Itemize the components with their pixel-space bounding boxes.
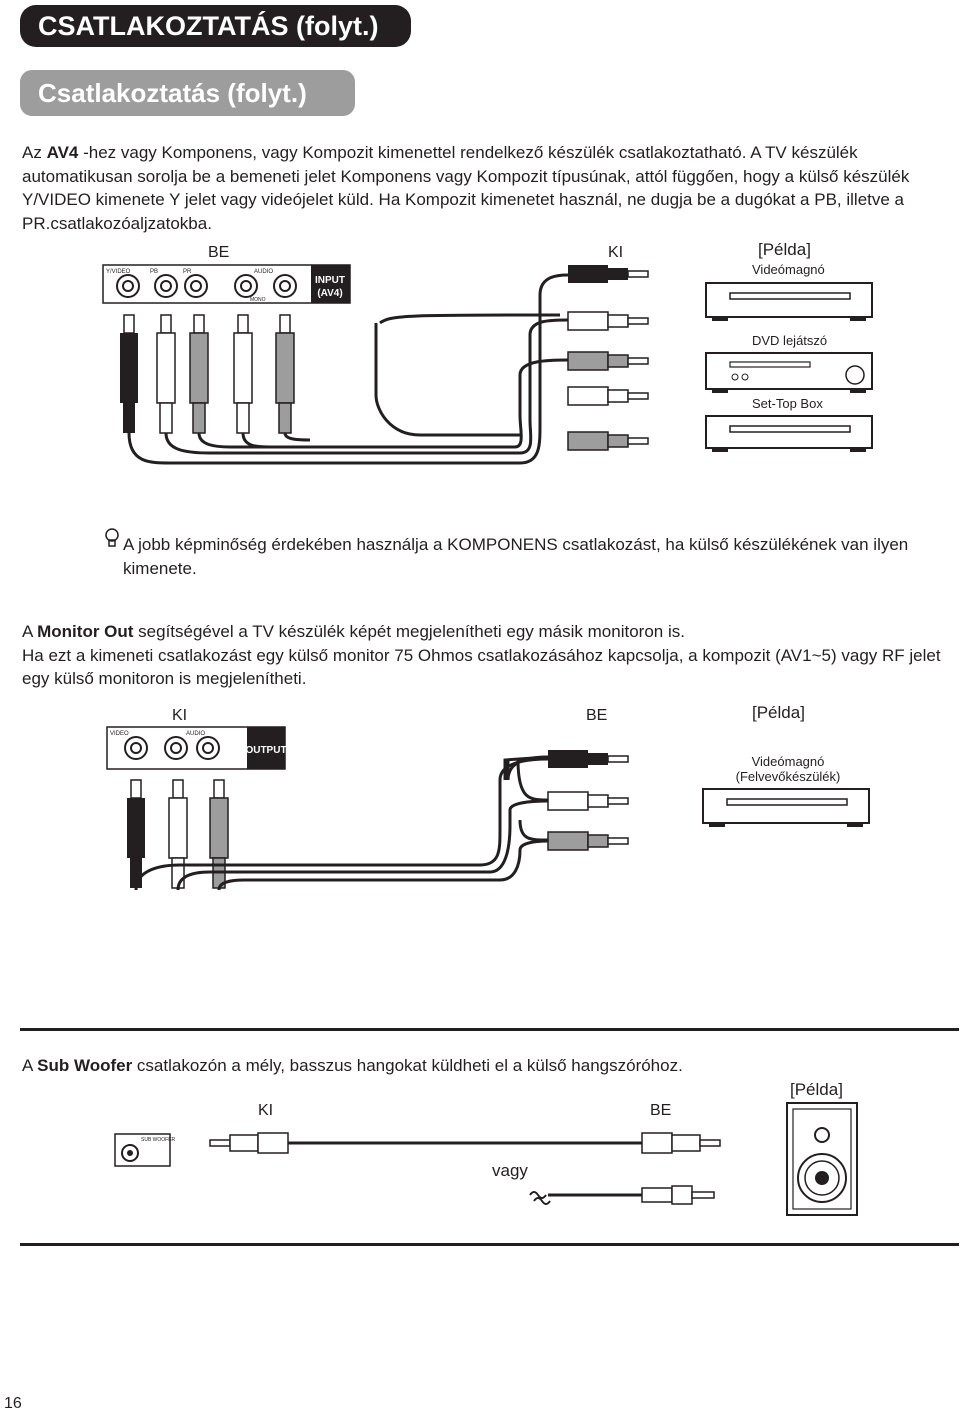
device-vcr: Videómagnó	[705, 262, 873, 321]
label-example: [Példa]	[758, 240, 811, 259]
cables-1	[127, 273, 569, 465]
page-title: CSATLAKOZTATÁS (folyt.)	[20, 5, 411, 47]
sub-woofer-paragraph: A Sub Woofer csatlakozón a mély, basszus…	[22, 1056, 683, 1075]
rca-cable	[209, 1132, 721, 1154]
svg-text:INPUT: INPUT	[315, 275, 345, 286]
label-be-3: BE	[650, 1102, 671, 1119]
label-be-2: BE	[586, 707, 607, 724]
monitor-out-paragraph: A Monitor Out segítségével a TV készülék…	[22, 622, 941, 688]
pb-label: PB	[814, 190, 837, 209]
tip-bulb-icon	[105, 528, 119, 547]
intro-paragraph: Az AV4 -hez vagy Komponens, vagy Kompozi…	[22, 143, 910, 233]
device-dvd: DVD lejátszó	[705, 333, 873, 393]
output-panel: OUTPUT VIDEO AUDIO	[106, 726, 287, 770]
svg-text:Y/VIDEO: Y/VIDEO	[106, 269, 131, 275]
svg-text:AUDIO: AUDIO	[254, 269, 273, 275]
label-ki: KI	[608, 244, 623, 261]
divider-1	[20, 1028, 959, 1031]
svg-text:DVD lejátszó: DVD lejátszó	[752, 333, 827, 348]
label-example-2: [Példa]	[752, 703, 805, 722]
sub-woofer-diagram: KI BE [Példa] vagy SUB WOOFER	[114, 1080, 858, 1216]
label-ki-2: KI	[172, 707, 187, 724]
label-example-3: [Példa]	[790, 1080, 843, 1099]
svg-text:VIDEO: VIDEO	[110, 731, 129, 737]
svg-text:Videómagnó: Videómagnó	[752, 262, 825, 277]
label-or: vagy	[492, 1161, 528, 1180]
svg-text:PR: PR	[183, 269, 192, 275]
svg-text:SUB WOOFER: SUB WOOFER	[141, 1137, 176, 1143]
svg-text:Set-Top Box: Set-Top Box	[752, 396, 823, 411]
tip-note: A jobb képminőség érdekében használja a …	[123, 535, 909, 578]
svg-text:Videómagnó: Videómagnó	[752, 754, 825, 769]
rca-plugs-right	[567, 265, 649, 451]
sub-woofer-jack: SUB WOOFER	[114, 1133, 176, 1167]
divider-2	[20, 1243, 959, 1246]
speaker-icon	[786, 1102, 858, 1216]
av4-connection-diagram: BE KI [Példa] INPUT (AV4) Y/VIDEO PB PR …	[102, 240, 873, 465]
monitor-out-diagram: KI BE [Példa] OUTPUT VIDEO AUDIO Videóma…	[106, 703, 870, 889]
svg-text:AUDIO: AUDIO	[186, 731, 205, 737]
cables-2-main	[134, 757, 549, 891]
device-recorder: Videómagnó (Felvevőkészülék)	[702, 754, 870, 827]
pr-label: PR	[22, 213, 46, 233]
rca-plugs-right-2	[547, 750, 629, 851]
input-av4-panel: INPUT (AV4) Y/VIDEO PB PR AUDIO MONO	[102, 264, 351, 304]
svg-text:PB: PB	[150, 269, 158, 275]
mini-jack-cable	[529, 1185, 715, 1205]
device-set-top-box: Set-Top Box	[705, 396, 873, 452]
svg-text:(AV4): (AV4)	[317, 288, 342, 299]
section-subtitle: Csatlakoztatás (folyt.)	[20, 70, 355, 116]
label-be: BE	[208, 244, 229, 261]
label-ki-3: KI	[258, 1102, 273, 1119]
svg-text:(Felvevőkészülék): (Felvevőkészülék)	[736, 769, 841, 784]
page-number: 16	[4, 1395, 22, 1412]
rca-plugs-left-2	[127, 779, 229, 889]
svg-text:MONO: MONO	[250, 297, 266, 303]
svg-text:OUTPUT: OUTPUT	[245, 745, 286, 756]
rca-plugs-left	[120, 314, 295, 434]
